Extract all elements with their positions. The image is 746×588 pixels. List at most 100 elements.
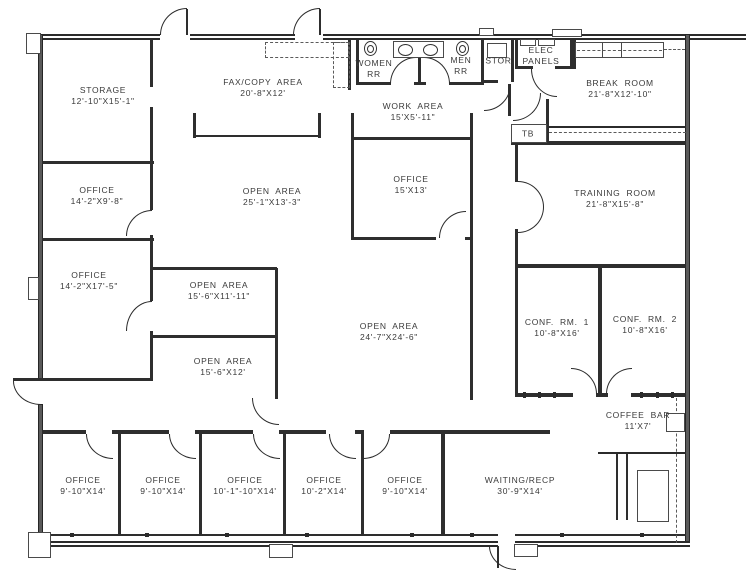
door-arc: [252, 398, 279, 425]
door-arc: [13, 381, 41, 405]
door-arc: [126, 210, 152, 236]
wall: [193, 113, 196, 138]
wall: [42, 430, 86, 434]
wall: [40, 534, 498, 536]
wall: [515, 229, 518, 267]
door-arc: [424, 57, 450, 84]
door-arc: [363, 434, 390, 459]
wall: [150, 40, 153, 87]
counter: [664, 49, 685, 50]
wall: [279, 430, 326, 434]
wall: [318, 113, 321, 138]
door-arc: [518, 207, 544, 233]
door-arc: [606, 368, 632, 394]
wall: [465, 237, 473, 240]
wall: [418, 57, 421, 85]
wall: [112, 430, 169, 434]
electrical-panel: [538, 39, 555, 46]
window-mullion: [553, 392, 556, 398]
wall: [355, 430, 364, 434]
window-mullion: [560, 533, 564, 537]
window-mullion: [410, 533, 414, 537]
wall: [190, 34, 295, 40]
coffee-bar-box: [666, 413, 685, 432]
wall: [441, 434, 445, 535]
wall: [28, 34, 160, 40]
room-label-tb: TB: [521, 128, 535, 139]
wall: [361, 434, 364, 535]
wall: [42, 238, 154, 241]
door-arc: [571, 368, 597, 394]
wall: [515, 541, 690, 547]
toilet-icon: [456, 41, 469, 56]
wall: [573, 40, 576, 69]
wall: [598, 268, 602, 397]
reception-desk: [616, 454, 618, 520]
wall: [570, 40, 573, 69]
wall: [153, 335, 277, 338]
wall: [150, 235, 153, 301]
wall: [150, 107, 153, 163]
door-leaf: [319, 9, 321, 35]
wall: [515, 40, 518, 69]
wall: [685, 34, 690, 547]
wall: [150, 163, 153, 210]
wall: [515, 393, 573, 397]
wall: [150, 331, 153, 380]
counter: [676, 398, 677, 543]
wall: [193, 135, 321, 137]
wall: [356, 40, 359, 85]
door-arc: [293, 8, 320, 35]
reception-desk: [637, 470, 669, 522]
wall: [28, 541, 498, 547]
window-mullion: [671, 392, 674, 398]
window-mullion: [640, 533, 644, 537]
pilaster: [28, 277, 39, 300]
door-arc: [86, 434, 113, 459]
wall: [515, 66, 533, 69]
window-mullion: [656, 392, 659, 398]
wall: [515, 145, 518, 182]
door-arc: [489, 546, 516, 570]
wall: [38, 34, 43, 381]
tb-box: [511, 124, 547, 143]
door-arc: [169, 434, 196, 459]
pilaster: [28, 532, 51, 558]
wall: [390, 430, 550, 434]
door-arc: [253, 434, 280, 459]
wall: [199, 434, 202, 535]
window-mullion: [145, 533, 149, 537]
wall: [481, 40, 484, 85]
wall: [515, 268, 518, 397]
pilaster: [269, 544, 293, 558]
room-label-stor: STOR.: [485, 55, 515, 66]
door-leaf: [186, 9, 188, 35]
wall: [515, 534, 686, 536]
counter: [577, 50, 662, 51]
wall: [511, 40, 514, 82]
wall: [515, 264, 686, 268]
wall: [596, 393, 608, 397]
wall: [153, 267, 277, 270]
door-arc: [126, 301, 152, 331]
door-arc: [329, 434, 356, 459]
